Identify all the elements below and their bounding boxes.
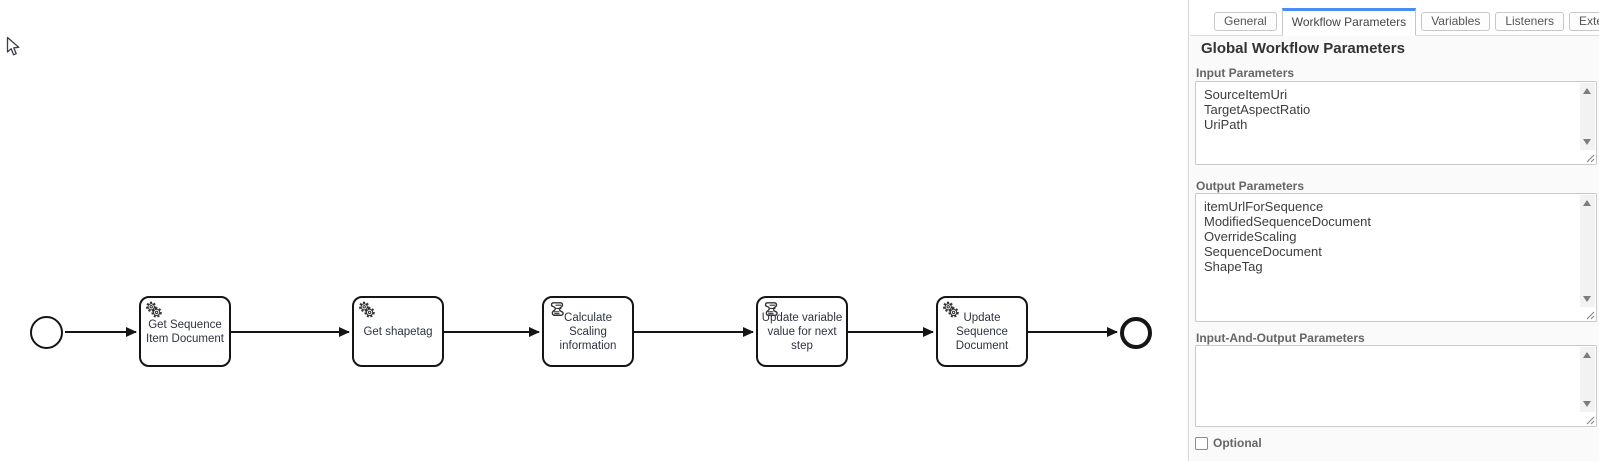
tab-workflow-parameters[interactable]: Workflow Parameters [1281, 8, 1417, 36]
tab-extensions[interactable]: Extensions [1569, 12, 1599, 31]
resize-grip-icon[interactable] [1583, 151, 1595, 163]
service-task-gear-icon [943, 301, 959, 318]
task-label: Calculate Scaling information [559, 311, 617, 352]
mouse-cursor-icon [6, 36, 20, 56]
task-update-variable-value[interactable]: Update variable value for next step [756, 296, 848, 367]
workflow-parameters-pane: Global Workflow Parameters Input Paramet… [1190, 36, 1599, 461]
panel-tab-bar: General Workflow Parameters Variables Li… [1190, 0, 1599, 36]
scrollbar[interactable] [1580, 83, 1595, 150]
scrollbar[interactable] [1580, 195, 1595, 307]
service-task-gear-icon [359, 301, 375, 318]
task-label: Get shapetag [363, 325, 433, 338]
diagram-canvas[interactable]: Get Sequence Item Document Get shapetag [0, 0, 1188, 461]
resize-grip-icon[interactable] [1583, 308, 1595, 320]
pane-heading: Global Workflow Parameters [1201, 40, 1405, 57]
resize-grip-icon[interactable] [1583, 413, 1595, 425]
tab-listeners[interactable]: Listeners [1495, 12, 1565, 31]
optional-checkbox-label: Optional [1213, 436, 1262, 450]
optional-checkbox[interactable] [1195, 436, 1208, 450]
task-label: Update variable value for next step [761, 311, 843, 352]
scroll-down-icon[interactable] [1583, 401, 1591, 407]
start-event[interactable] [30, 316, 63, 349]
input-parameters-field[interactable]: SourceItemUri TargetAspectRatio UriPath [1195, 81, 1597, 165]
scroll-up-icon[interactable] [1583, 352, 1591, 358]
properties-panel: General Workflow Parameters Variables Li… [1188, 0, 1599, 461]
scroll-down-icon[interactable] [1583, 296, 1591, 302]
input-parameters-label: Input Parameters [1196, 66, 1295, 80]
service-task-gear-icon [146, 301, 162, 318]
task-update-sequence-document[interactable]: Update Sequence Document [936, 296, 1028, 367]
task-get-shapetag[interactable]: Get shapetag [352, 296, 444, 367]
script-task-scroll-icon [550, 302, 564, 316]
input-and-output-parameters-label: Input-And-Output Parameters [1196, 331, 1365, 345]
scroll-down-icon[interactable] [1583, 139, 1591, 145]
end-event[interactable] [1120, 317, 1152, 349]
script-task-scroll-icon [764, 302, 778, 316]
task-calculate-scaling-information[interactable]: Calculate Scaling information [542, 296, 634, 367]
scroll-up-icon[interactable] [1583, 200, 1591, 206]
output-parameters-values: itemUrlForSequence ModifiedSequenceDocum… [1204, 199, 1371, 274]
scrollbar[interactable] [1580, 347, 1595, 412]
sequence-flows [65, 327, 1118, 337]
input-and-output-parameters-field[interactable] [1195, 345, 1597, 427]
scroll-up-icon[interactable] [1583, 88, 1591, 94]
optional-row: Optional [1195, 436, 1262, 450]
input-parameters-values: SourceItemUri TargetAspectRatio UriPath [1204, 87, 1311, 132]
output-parameters-label: Output Parameters [1196, 179, 1305, 193]
tab-general[interactable]: General [1214, 12, 1277, 31]
task-label: Update Sequence Document [955, 311, 1009, 352]
output-parameters-field[interactable]: itemUrlForSequence ModifiedSequenceDocum… [1195, 193, 1597, 322]
task-get-sequence-item-document[interactable]: Get Sequence Item Document [139, 296, 231, 367]
tab-variables[interactable]: Variables [1421, 12, 1491, 31]
task-label: Get Sequence Item Document [146, 318, 224, 345]
